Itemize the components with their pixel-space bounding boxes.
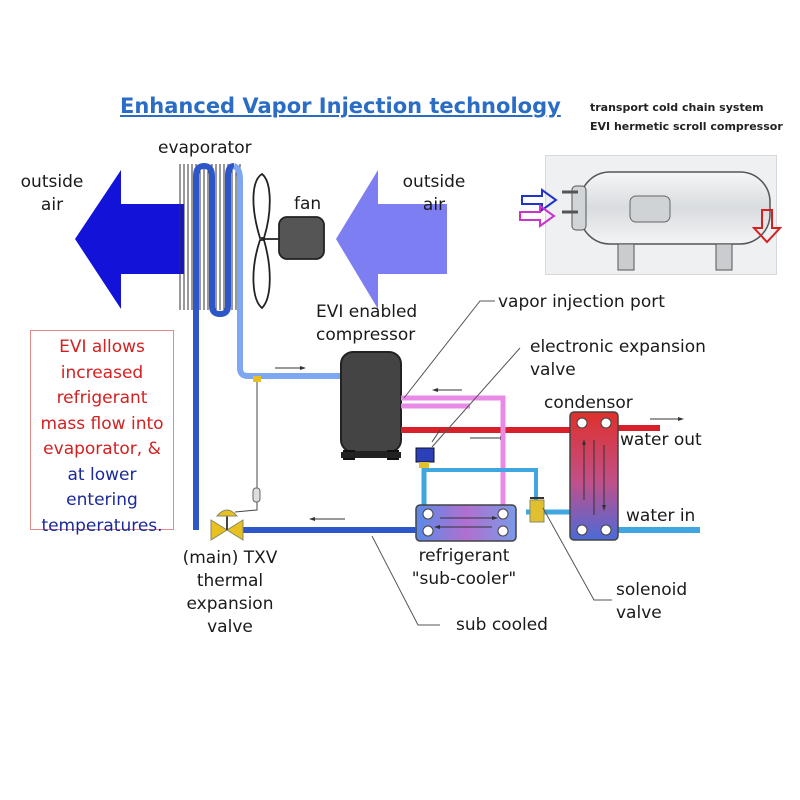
diagram-title: Enhanced Vapor Injection technology	[120, 94, 561, 118]
label-outside-air-left: outside air	[10, 172, 94, 215]
label-solenoid-line1: solenoid	[616, 580, 688, 600]
label-solenoid-line2: valve	[616, 603, 662, 623]
suction-line	[237, 318, 345, 379]
txv-valve	[210, 509, 244, 541]
label-compressor: EVI enabled compressor	[316, 302, 417, 345]
label-outside-air-right: outside air	[392, 172, 476, 215]
label-outside-air-right-line1: outside	[402, 172, 466, 192]
label-condensor: condensor	[544, 393, 633, 413]
evi-note-line: at lower	[67, 464, 137, 485]
label-txv-line2: thermal	[196, 571, 264, 591]
injection-line	[401, 395, 506, 514]
label-subcooler: refrigerant "sub-cooler"	[400, 546, 528, 589]
condenser	[569, 411, 619, 541]
compressor	[340, 351, 402, 460]
label-txv-line3: expansion	[186, 594, 274, 614]
evi-note-line: entering	[66, 490, 138, 510]
evi-note-line: refrigerant	[56, 388, 148, 408]
evi-note-line: EVI allows	[59, 337, 145, 357]
label-evaporator: evaporator	[158, 138, 252, 158]
compressor-photo-drawing	[519, 171, 783, 271]
label-vapor-injection-port: vapor injection port	[498, 292, 665, 312]
label-outside-air-left-line2: air	[40, 195, 64, 215]
evi-note-line: temperatures.	[41, 515, 163, 536]
label-txv-line1: (main) TXV	[182, 548, 278, 568]
label-compressor-line2: compressor	[316, 325, 416, 345]
label-outside-air-right-line2: air	[422, 195, 446, 215]
label-eev-line2: valve	[530, 360, 576, 380]
label-subcooler-line2: "sub-cooler"	[411, 569, 517, 589]
label-solenoid-valve: solenoid valve	[616, 580, 687, 623]
fan	[252, 172, 325, 310]
evi-note-line: increased	[60, 362, 144, 383]
label-subcooler-line1: refrigerant	[418, 546, 510, 566]
evi-note-line: evaporator, &	[43, 439, 161, 459]
label-water-out: water out	[620, 430, 702, 450]
label-eev-line1: electronic expansion	[530, 337, 706, 357]
evi-benefit-note: EVI allows increased refrigerant mass fl…	[30, 330, 174, 536]
label-compressor-line1: EVI enabled	[316, 302, 418, 322]
evaporator-coil	[193, 162, 235, 530]
label-txv: (main) TXV thermal expansion valve	[160, 548, 300, 637]
outside-air-right-arrow	[336, 170, 447, 309]
label-sub-cooled: sub cooled	[456, 615, 548, 635]
evi-note-line: mass flow into	[40, 413, 164, 434]
label-eev: electronic expansion valve	[530, 337, 706, 380]
product-caption-line2: EVI hermetic scroll compressor	[590, 120, 783, 133]
label-txv-line4: valve	[207, 617, 253, 637]
label-fan: fan	[294, 194, 322, 214]
subcooler	[415, 504, 517, 542]
product-caption-line1: transport cold chain system	[590, 101, 764, 114]
outside-air-left-arrow	[75, 170, 184, 309]
label-outside-air-left-line1: outside	[20, 172, 84, 192]
label-water-in: water in	[626, 506, 696, 526]
